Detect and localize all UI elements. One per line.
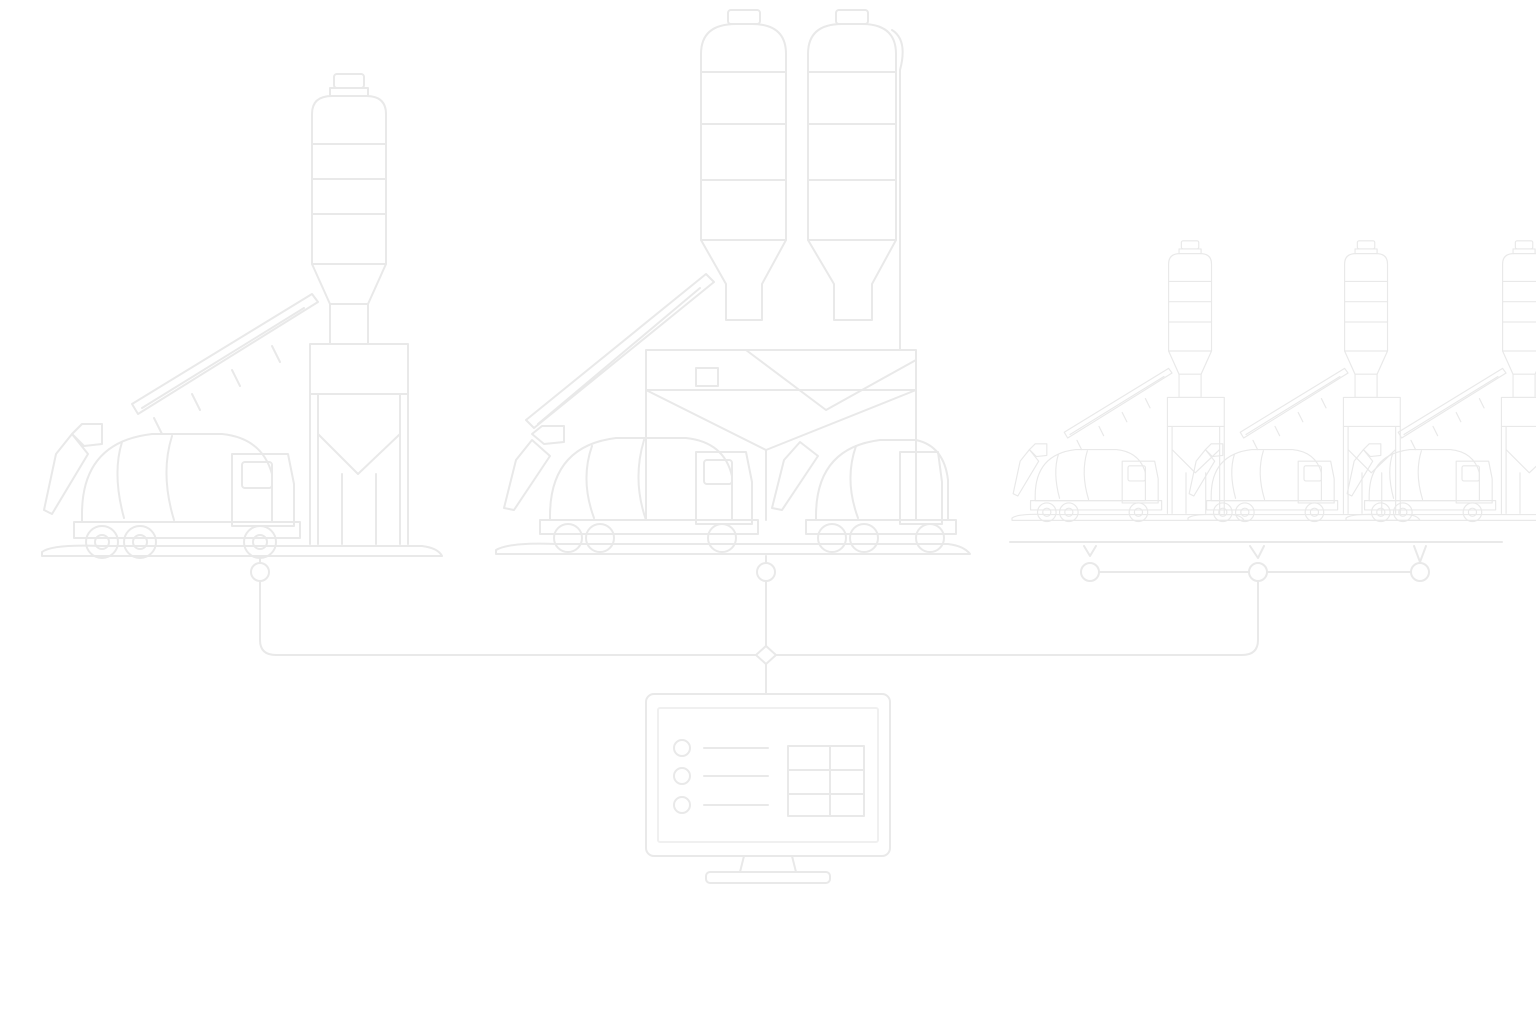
node-small-1 xyxy=(1080,562,1100,582)
plant-small-1 xyxy=(1011,240,1245,523)
plant-small-3 xyxy=(1345,240,1536,523)
connection-lines xyxy=(259,545,1427,695)
monitor-neck xyxy=(739,855,797,873)
control-monitor xyxy=(645,693,891,884)
connection-nodes xyxy=(250,562,1430,665)
plant-small-2 xyxy=(1187,240,1421,523)
node-hub xyxy=(755,645,777,665)
monitor-list xyxy=(673,739,769,814)
node-small-2 xyxy=(1248,562,1268,582)
node-center xyxy=(756,562,776,582)
plant-single-silo xyxy=(41,73,443,559)
node-left xyxy=(250,562,270,582)
monitor-stand xyxy=(705,871,831,884)
node-small-3 xyxy=(1410,562,1430,582)
plant-twin-silo xyxy=(495,9,971,555)
monitor-table xyxy=(787,745,865,817)
